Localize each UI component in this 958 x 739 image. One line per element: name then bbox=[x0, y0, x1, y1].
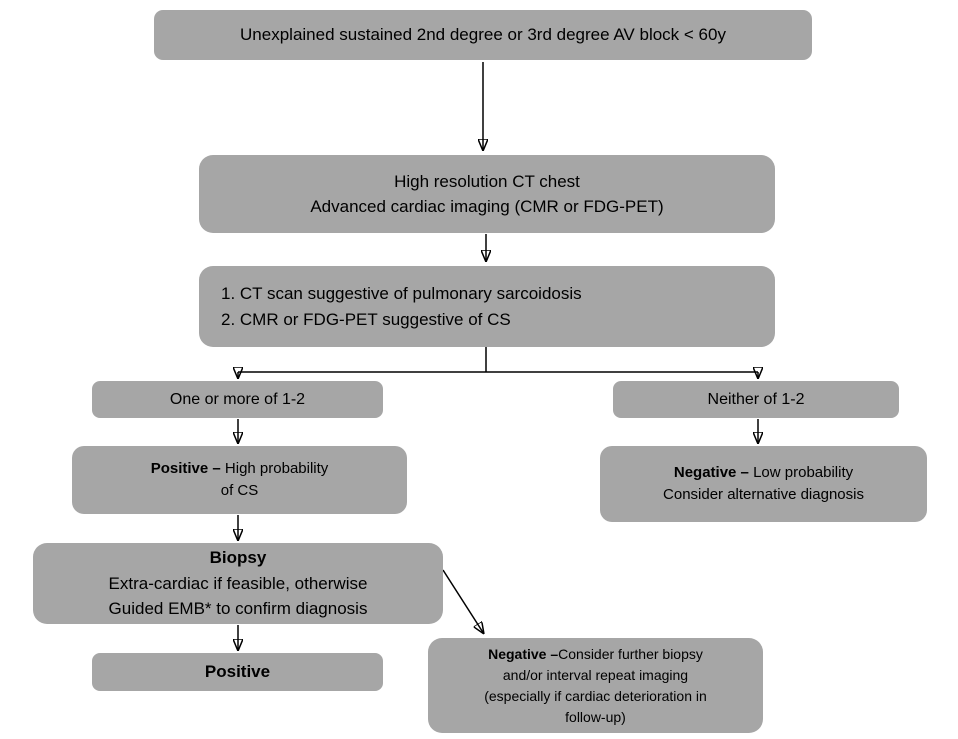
node-negative-biopsy-line1: Negative –Consider further biopsy bbox=[488, 644, 703, 665]
node-positive-high-probability: Positive – High probability of CS bbox=[72, 446, 407, 514]
node-positive-high-line2: of CS bbox=[220, 482, 259, 499]
node-negative-biopsy-bold: Negative – bbox=[488, 645, 559, 662]
node-imaging-line1: High resolution CT chest bbox=[394, 171, 580, 191]
node-positive-final-text: Positive bbox=[204, 662, 271, 682]
node-negative-low-bold: Negative – bbox=[673, 463, 749, 481]
node-one-or-more: One or more of 1-2 bbox=[92, 381, 383, 418]
node-biopsy-bold: Biopsy bbox=[209, 548, 267, 568]
arrow-biopsy-to-negative-diagonal bbox=[442, 569, 484, 634]
node-neither: Neither of 1-2 bbox=[613, 381, 899, 418]
node-negative-biopsy-rest: Consider further biopsy bbox=[558, 645, 703, 662]
node-negative-low-rest: Low probability bbox=[748, 463, 854, 481]
node-neither-text: Neither of 1-2 bbox=[707, 390, 805, 408]
node-negative-low-line2: Consider alternative diagnosis bbox=[663, 486, 864, 503]
node-av-block: Unexplained sustained 2nd degree or 3rd … bbox=[154, 10, 812, 60]
node-criteria: 1. CT scan suggestive of pulmonary sarco… bbox=[199, 266, 775, 347]
node-positive-high-line1: Positive – High probability bbox=[151, 458, 329, 481]
node-criteria-line1: 1. CT scan suggestive of pulmonary sarco… bbox=[221, 284, 582, 303]
node-negative-biopsy-line3: (especially if cardiac deterioration in bbox=[484, 687, 707, 704]
node-negative-biopsy-line2: and/or interval repeat imaging bbox=[502, 666, 689, 683]
node-biopsy-line2: Extra-cardiac if feasible, otherwise bbox=[108, 573, 368, 593]
node-one-or-more-text: One or more of 1-2 bbox=[169, 390, 306, 408]
node-positive-high-bold: Positive – bbox=[150, 459, 221, 477]
node-av-block-text: Unexplained sustained 2nd degree or 3rd … bbox=[240, 25, 726, 45]
node-positive-final: Positive bbox=[92, 653, 383, 691]
node-imaging: High resolution CT chest Advanced cardia… bbox=[199, 155, 775, 233]
node-positive-high-rest: High probability bbox=[220, 459, 329, 477]
node-biopsy: Biopsy Extra-cardiac if feasible, otherw… bbox=[33, 543, 443, 624]
node-criteria-line2: 2. CMR or FDG-PET suggestive of CS bbox=[221, 309, 511, 329]
node-biopsy-title: Biopsy bbox=[210, 545, 267, 571]
node-negative-low-line1: Negative – Low probability bbox=[674, 462, 853, 485]
node-negative-biopsy-line4: follow-up) bbox=[565, 708, 626, 725]
node-negative-low-probability: Negative – Low probability Consider alte… bbox=[600, 446, 927, 522]
node-biopsy-line3: Guided EMB* to confirm diagnosis bbox=[108, 599, 368, 619]
node-imaging-line2: Advanced cardiac imaging (CMR or FDG-PET… bbox=[310, 197, 664, 216]
node-negative-biopsy: Negative –Consider further biopsy and/or… bbox=[428, 638, 763, 733]
